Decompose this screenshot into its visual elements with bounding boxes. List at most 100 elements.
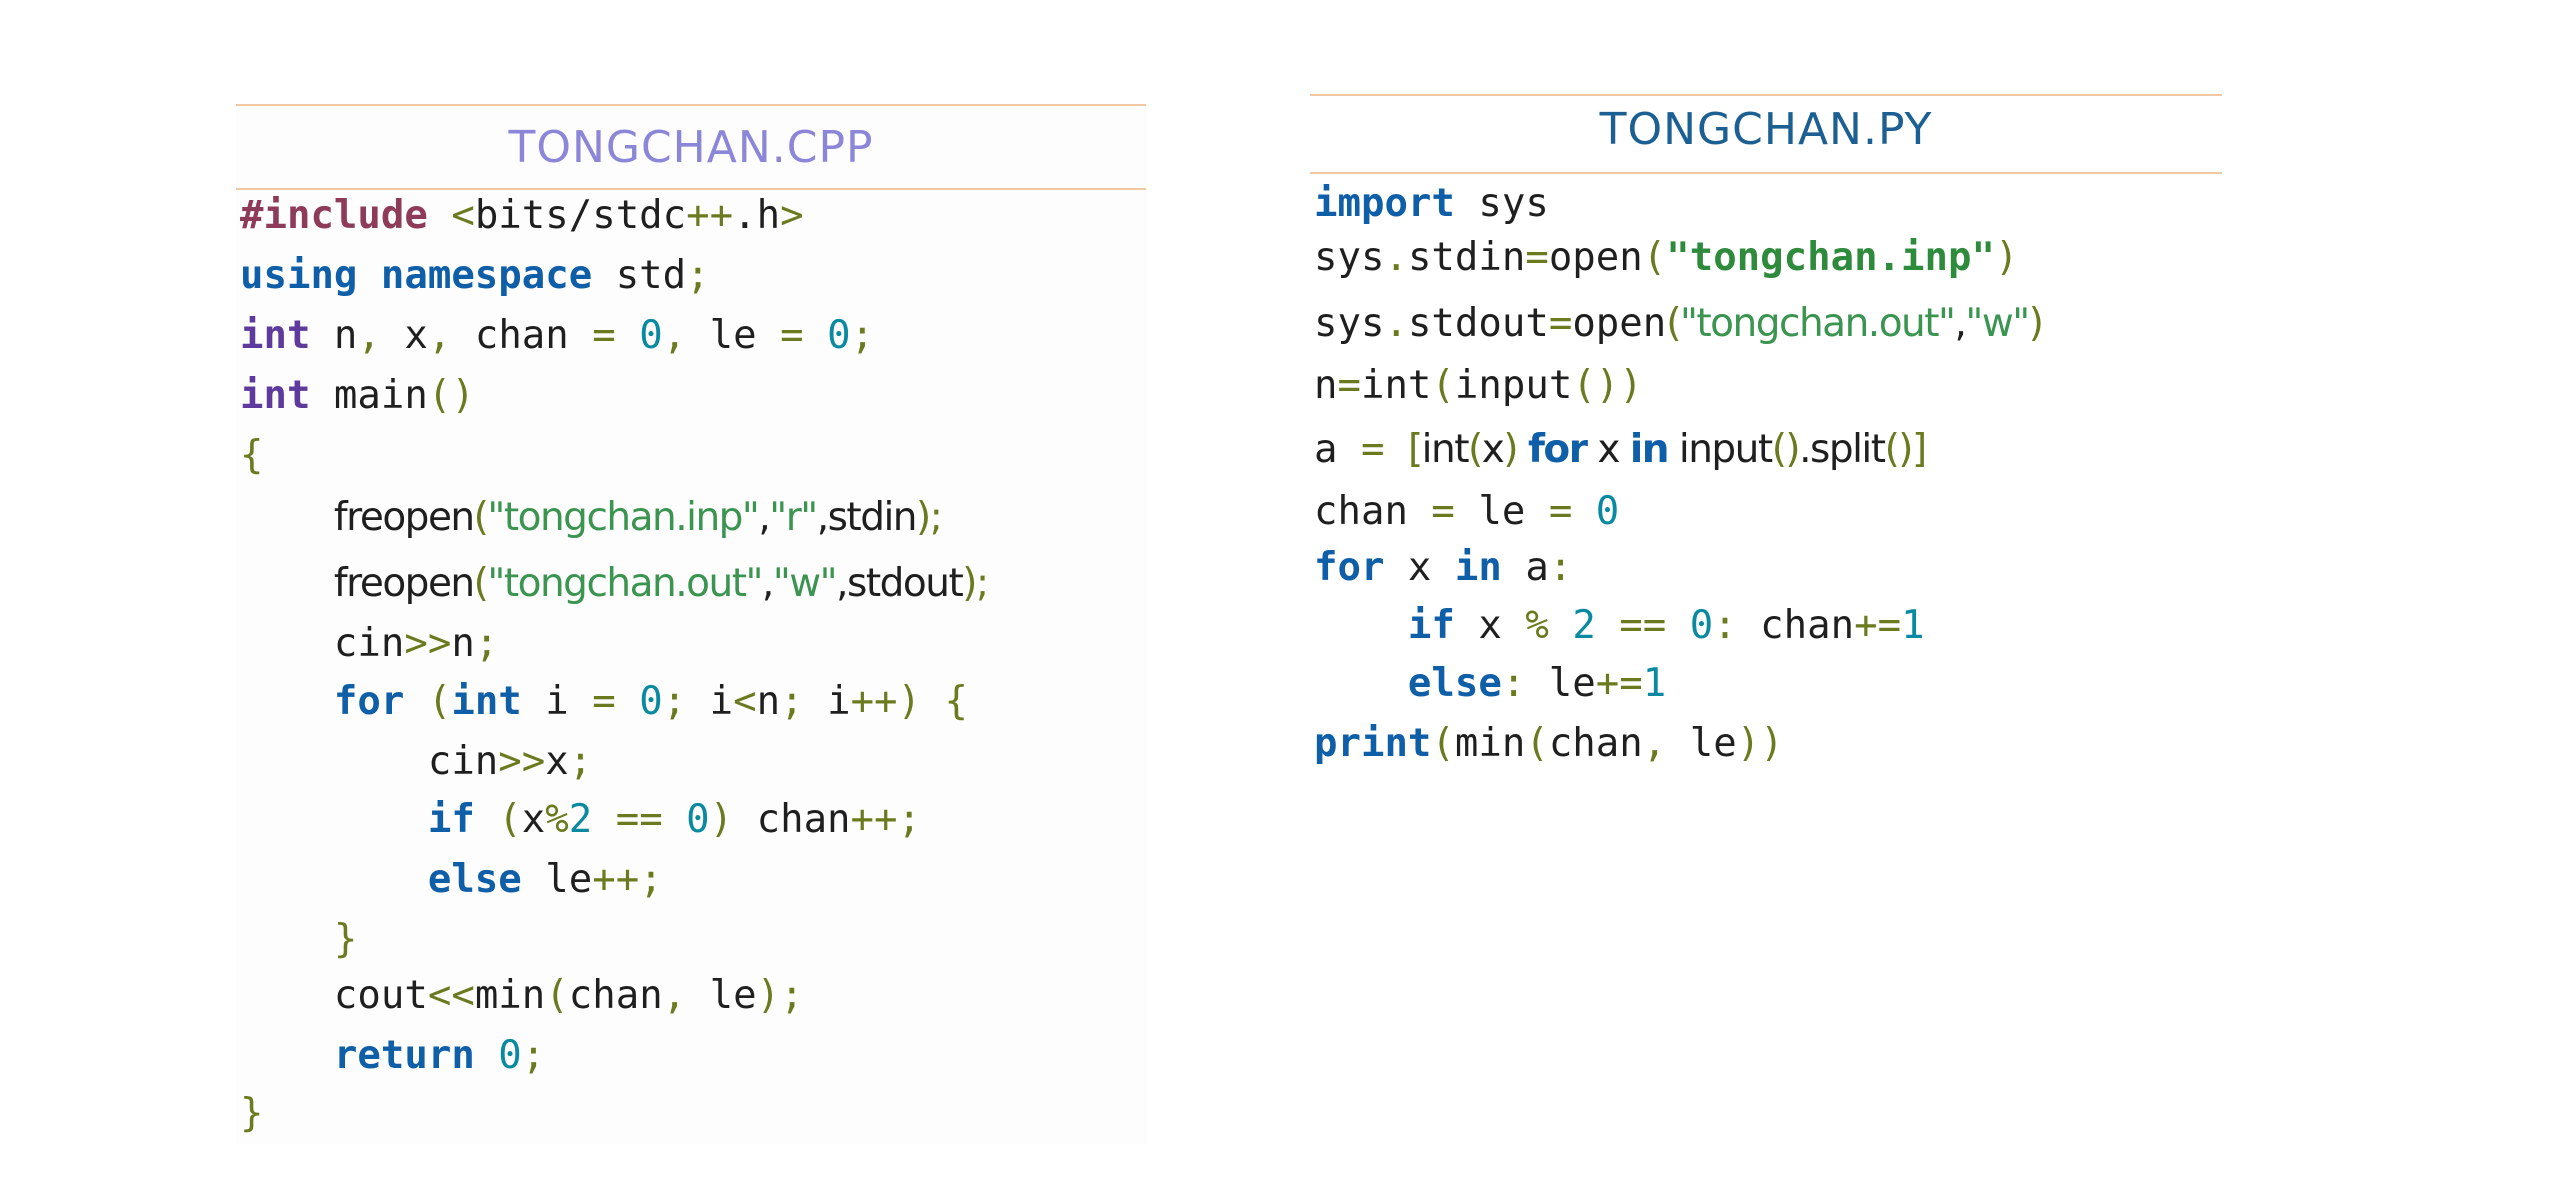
code-token: x xyxy=(521,797,546,842)
code-token: ,stdin xyxy=(816,495,918,540)
code-line: int n, x, chan = 0, le = 0; xyxy=(240,308,874,364)
code-line: int main() xyxy=(240,368,475,424)
code-token: 0 xyxy=(639,679,663,724)
code-token: = xyxy=(592,313,616,358)
code-token xyxy=(240,561,334,606)
code-token: ; xyxy=(780,679,804,724)
code-token: ( xyxy=(1525,721,1549,766)
cpp-file-title: TONGCHAN.CPP xyxy=(508,122,874,173)
code-token xyxy=(1517,427,1528,472)
code-line: else: le+=1 xyxy=(1314,656,1666,712)
code-token: ; xyxy=(639,857,663,902)
code-token: "tongchan.out" xyxy=(487,561,763,606)
code-token: import xyxy=(1314,181,1455,226)
code-token: 1 xyxy=(1642,661,1667,706)
code-token: .split xyxy=(1799,427,1886,472)
code-token: ; xyxy=(521,1033,546,1078)
code-token: = xyxy=(1337,363,1361,408)
code-token: = xyxy=(780,313,804,358)
code-line: sys.stdin=open("tongchan.inp") xyxy=(1314,230,2018,286)
code-token: ) xyxy=(709,797,734,842)
code-token xyxy=(1384,427,1407,472)
code-token xyxy=(240,917,334,962)
code-token: #include xyxy=(240,193,428,238)
code-token: } xyxy=(333,917,358,962)
code-token: input xyxy=(1667,427,1773,472)
cpp-code-panel: TONGCHAN.CPP #include <bits/stdc ++ .h> usi… xyxy=(236,104,1146,1144)
code-token: using xyxy=(240,253,358,298)
panel-top-rule xyxy=(1310,94,2222,96)
code-token: min xyxy=(474,973,546,1018)
code-token: ( xyxy=(545,973,569,1018)
code-token: if xyxy=(1407,603,1455,648)
code-token: sys xyxy=(1454,181,1549,226)
code-token: ( xyxy=(1431,363,1455,408)
code-line: else le++; xyxy=(240,852,663,908)
code-token: "w" xyxy=(772,561,838,606)
code-token xyxy=(428,193,451,238)
code-line: a = [int(x) for x in input().split()] xyxy=(1314,422,1927,478)
code-token: () xyxy=(427,373,475,418)
code-token xyxy=(1572,489,1595,534)
code-token: 0 xyxy=(1689,603,1714,648)
code-line: return 0; xyxy=(240,1028,545,1084)
code-token: else xyxy=(427,857,522,902)
code-token: << xyxy=(427,973,475,1018)
code-token: ; xyxy=(780,973,804,1018)
code-token: int xyxy=(240,373,311,418)
panel-top-rule xyxy=(236,104,1146,106)
code-token: < xyxy=(451,193,475,238)
code-token: input xyxy=(1454,363,1573,408)
code-token: 0 xyxy=(498,1033,522,1078)
code-token: std xyxy=(592,253,687,298)
code-token: x xyxy=(1384,545,1455,590)
code-token: x xyxy=(1586,427,1630,472)
code-token xyxy=(475,797,498,842)
code-token: bits/stdc xyxy=(474,193,687,238)
code-token: , xyxy=(761,561,774,606)
code-token: ) xyxy=(1994,235,2019,280)
code-token: n xyxy=(1314,363,1338,408)
code-token: le xyxy=(1454,489,1549,534)
code-token: in xyxy=(1454,545,1502,590)
code-token: % xyxy=(1525,603,1549,648)
code-token: } xyxy=(240,1091,264,1136)
code-token: , xyxy=(662,973,687,1018)
code-token xyxy=(804,313,827,358)
code-token xyxy=(1314,603,1408,648)
code-token: i xyxy=(521,679,593,724)
code-token: 0 xyxy=(686,797,710,842)
code-line: } xyxy=(240,912,357,968)
code-token: .h xyxy=(733,193,781,238)
code-token xyxy=(921,679,944,724)
code-token: "r" xyxy=(769,495,818,540)
code-token: = xyxy=(1548,301,1573,346)
code-token: le xyxy=(521,857,593,902)
code-token: ; xyxy=(897,797,921,842)
code-token: += xyxy=(1595,661,1643,706)
code-token: , xyxy=(1954,301,1967,346)
code-token: , xyxy=(758,495,770,540)
code-token: += xyxy=(1854,603,1902,648)
code-token: ( xyxy=(1642,235,1667,280)
code-line: cin>>x; xyxy=(240,734,592,790)
code-token: open xyxy=(1572,301,1667,346)
code-token: cout xyxy=(240,973,428,1018)
code-token: print xyxy=(1314,721,1432,766)
code-token: . xyxy=(1384,235,1408,280)
code-token: == xyxy=(615,797,663,842)
code-token: ()) xyxy=(1572,363,1643,408)
code-token: "tongchan.out" xyxy=(1679,301,1956,346)
code-token: a xyxy=(1501,545,1549,590)
code-token: ; xyxy=(568,739,593,784)
code-token xyxy=(616,679,639,724)
code-token: > xyxy=(780,193,804,238)
code-token: ++ xyxy=(592,857,640,902)
code-token: sys xyxy=(1314,301,1385,346)
code-token: le xyxy=(686,973,757,1018)
code-token: ++ xyxy=(850,797,898,842)
code-token: "tongchan.inp" xyxy=(487,495,760,540)
code-token xyxy=(240,679,334,724)
code-token: namespace xyxy=(380,253,593,298)
code-token: le xyxy=(1525,661,1596,706)
